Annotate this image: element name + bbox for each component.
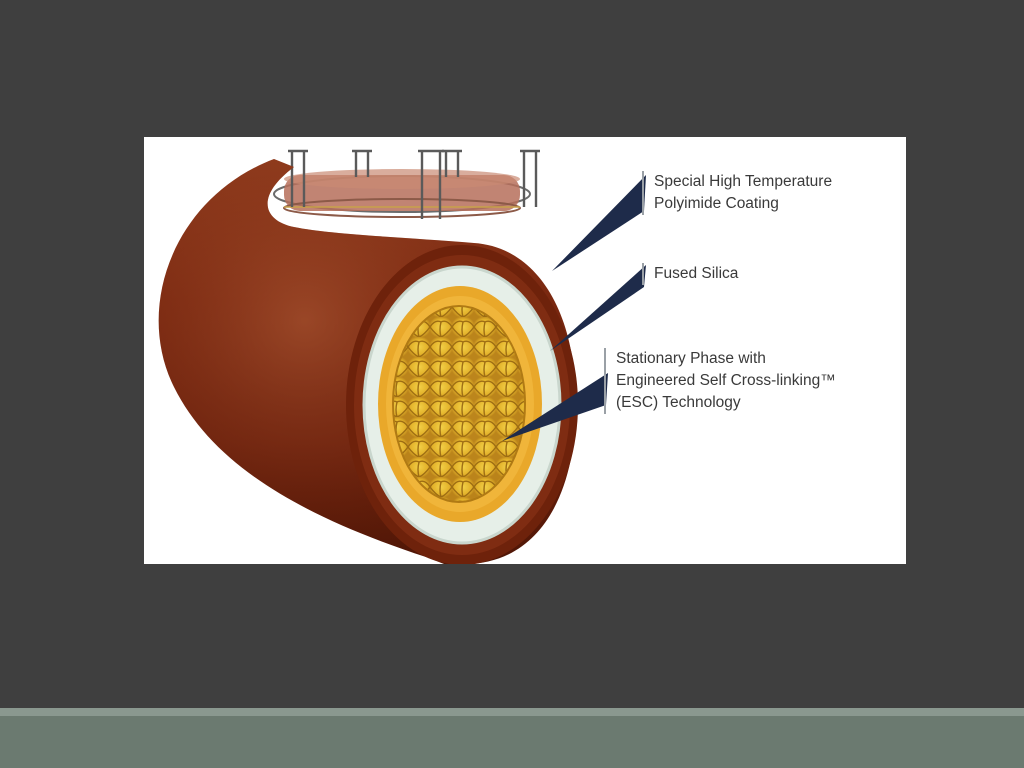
diagram-svg	[158, 149, 646, 564]
silica-label-line1: Fused Silica	[654, 265, 739, 282]
footer-accent-line	[0, 708, 1024, 716]
coating-label-line2: Polyimide Coating	[654, 195, 779, 212]
phase-pointer	[502, 373, 608, 441]
phase-label-line2: Engineered Self Cross-linking™	[616, 372, 836, 389]
phase-label-line3: (ESC) Technology	[616, 394, 741, 411]
stationary-phase-texture	[392, 305, 526, 503]
coating-pointer	[552, 175, 646, 271]
footer-bar	[0, 708, 1024, 768]
phase-label: Stationary Phase with Engineered Self Cr…	[604, 348, 836, 414]
coating-label-line1: Special High Temperature	[654, 173, 833, 190]
silica-label: Fused Silica	[642, 263, 738, 285]
coiled-column-cage	[273, 149, 540, 219]
column-cross-section-figure: Special High Temperature Polyimide Coati…	[144, 137, 906, 564]
silica-pointer	[550, 265, 646, 351]
coating-label: Special High Temperature Polyimide Coati…	[642, 171, 832, 215]
phase-label-line1: Stationary Phase with	[616, 350, 766, 367]
callout-pointers	[502, 175, 646, 441]
